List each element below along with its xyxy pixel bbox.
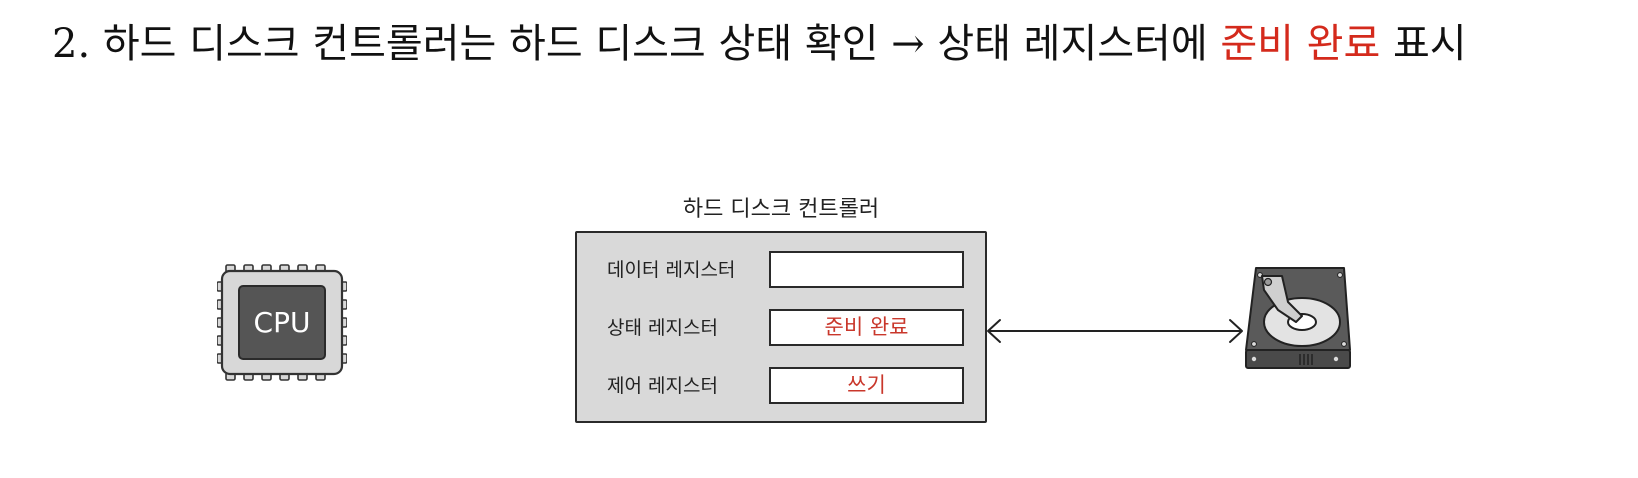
data-register-label: 데이터 레지스터	[607, 259, 736, 281]
slide-title: 2. 하드 디스크 컨트롤러는 하드 디스크 상태 확인 → 상태 레지스터에 …	[52, 14, 1467, 74]
control-register-label: 제어 레지스터	[607, 375, 718, 397]
double-headed-arrow-icon	[987, 319, 1243, 343]
status-register-label: 상태 레지스터	[607, 317, 718, 339]
title-text-after: 표시	[1380, 21, 1467, 67]
cpu-chip-icon: CPU	[217, 264, 347, 381]
status-register-field: 준비 완료	[769, 309, 964, 346]
status-register-row: 상태 레지스터 준비 완료	[577, 309, 985, 347]
cpu-label: CPU	[254, 306, 311, 339]
data-register-field	[769, 251, 964, 288]
title-text-before: 2. 하드 디스크 컨트롤러는 하드 디스크 상태 확인	[52, 21, 892, 67]
title-text-middle: 상태 레지스터에	[924, 21, 1221, 67]
hard-disk-icon	[1245, 267, 1351, 369]
title-arrow: →	[891, 21, 925, 67]
control-register-field: 쓰기	[769, 367, 964, 404]
data-register-row: 데이터 레지스터	[577, 251, 985, 289]
title-highlight: 준비 완료	[1220, 21, 1381, 67]
hard-disk-controller: 데이터 레지스터 상태 레지스터 준비 완료 제어 레지스터 쓰기	[575, 231, 987, 423]
controller-label: 하드 디스크 컨트롤러	[682, 197, 880, 222]
control-register-row: 제어 레지스터 쓰기	[577, 367, 985, 405]
